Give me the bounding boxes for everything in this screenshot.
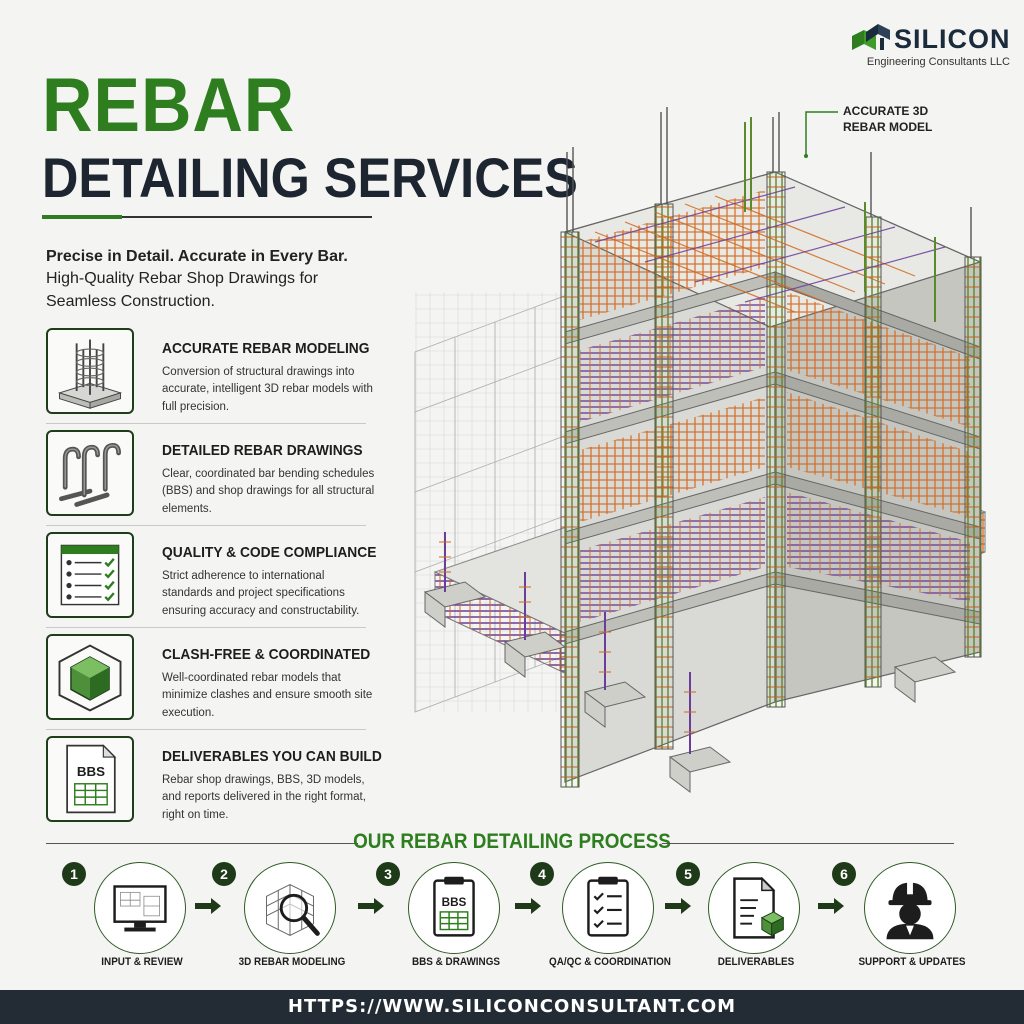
step-label: SUPPORT & UPDATES [858, 956, 966, 968]
model-pointer-line [804, 111, 838, 158]
model-label: ACCURATE 3D REBAR MODEL [843, 104, 933, 135]
process-title: OUR REBAR DETAILING PROCESS [353, 830, 671, 853]
step-label: BBS & DRAWINGS [411, 956, 501, 968]
feature-desc: Strict adherence to international standa… [162, 570, 360, 617]
clipboard-check-icon [562, 862, 654, 954]
process-step: 1 INPUT & REVIEW [62, 862, 212, 982]
brand-name: SILICON [894, 24, 1011, 54]
bbs-text: BBS [77, 764, 105, 779]
rebar-column-icon [46, 328, 134, 414]
brand-subtitle: Engineering Consultants LLC [866, 56, 1010, 68]
silicon-logo-icon [852, 24, 890, 50]
process-rule-right [662, 843, 954, 844]
cube-icon [46, 634, 134, 720]
monitor-icon [94, 862, 186, 954]
feature-title: QUALITY & CODE COMPLIANCE [162, 544, 377, 561]
feature-desc: Conversion of structural drawings into a… [162, 366, 373, 413]
process-step: 4 QA/QC & COORDINATION [530, 862, 680, 982]
step-label: QA/QC & COORDINATION [549, 956, 671, 968]
website-link[interactable]: HTTPS://WWW.SILICONCONSULTANT.COM [287, 996, 737, 1017]
arrow-right-icon [358, 898, 384, 914]
step-label: DELIVERABLES [717, 956, 795, 968]
arrow-right-icon [818, 898, 844, 914]
footer-bar: HTTPS://WWW.SILICONCONSULTANT.COM [0, 990, 1024, 1024]
feature-desc: Clear, coordinated bar bending schedules… [162, 468, 375, 515]
step-number: 5 [676, 862, 700, 886]
process-step: 5 DELIVERABLES [676, 862, 826, 982]
step-number: 3 [376, 862, 400, 886]
step-number: 1 [62, 862, 86, 886]
process-step: 6 SUPPORT & UPDATES [832, 862, 982, 982]
hero-title-line2: DETAILING SERVICES [42, 146, 578, 209]
feature-item: DETAILED REBAR DRAWINGS Clear, coordinat… [46, 428, 374, 526]
feature-title: DETAILED REBAR DRAWINGS [162, 442, 363, 459]
arrow-right-icon [665, 898, 691, 914]
bbs-clipboard-icon: BBS [408, 862, 500, 954]
feature-item: CLASH-FREE & COORDINATED Well-coordinate… [46, 632, 372, 730]
rebar-building-illustration [414, 107, 987, 793]
features-list: ACCURATE REBAR MODELING Conversion of st… [46, 326, 382, 836]
feature-desc: Rebar shop drawings, BBS, 3D models, and… [162, 774, 366, 821]
bbs-document-icon: BBS [46, 736, 134, 822]
step-number: 2 [212, 862, 236, 886]
step-label: 3D REBAR MODELING [238, 956, 346, 968]
feature-title: ACCURATE REBAR MODELING [162, 340, 370, 357]
process-step: 2 3D REBAR MODELING [212, 862, 362, 982]
company-logo: SILICON Engineering Consultants LLC [850, 14, 1010, 70]
tagline: Precise in Detail. Accurate in Every Bar… [46, 246, 386, 313]
bbs-text: BBS [442, 896, 467, 909]
engineer-icon [864, 862, 956, 954]
arrow-right-icon [515, 898, 541, 914]
arrow-right-icon [195, 898, 221, 914]
feature-title: DELIVERABLES YOU CAN BUILD [162, 748, 382, 765]
feature-item: ACCURATE REBAR MODELING Conversion of st… [46, 326, 373, 424]
magnifier-icon [244, 862, 336, 954]
step-number: 4 [530, 862, 554, 886]
hero-title-line1: REBAR [42, 63, 296, 148]
step-number: 6 [832, 862, 856, 886]
document-box-icon [708, 862, 800, 954]
process-rule-left [46, 843, 358, 844]
feature-item: QUALITY & CODE COMPLIANCE Strict adheren… [46, 530, 376, 628]
bent-bar-icon [46, 430, 134, 516]
feature-title: CLASH-FREE & COORDINATED [162, 646, 371, 663]
feature-item: BBS DELIVERABLES YOU CAN BUILD Rebar sho… [46, 734, 382, 832]
step-label: INPUT & REVIEW [101, 956, 183, 968]
process-step: BBS 3 BBS & DRAWINGS [376, 862, 526, 982]
title-divider [42, 215, 372, 219]
checklist-icon [46, 532, 134, 618]
tagline-bold: Precise in Detail. Accurate in Every Bar… [46, 248, 348, 265]
feature-desc: Well-coordinated rebar models that minim… [162, 672, 373, 719]
tagline-rest: High-Quality Rebar Shop Drawings for Sea… [46, 270, 319, 310]
